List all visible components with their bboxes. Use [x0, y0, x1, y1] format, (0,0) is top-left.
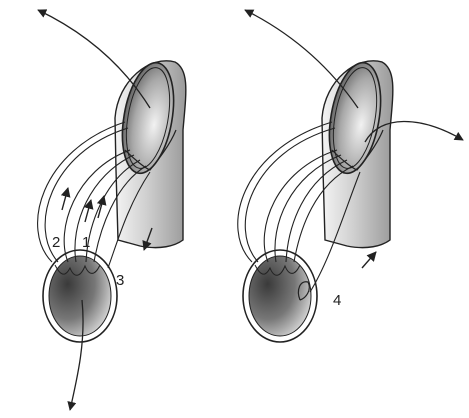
label-2: 2: [52, 234, 60, 251]
label-3: 3: [116, 272, 124, 289]
label-1: 1: [82, 234, 90, 251]
right-panel: 4: [238, 10, 463, 342]
left-panel: 2 1 3: [38, 10, 186, 410]
label-4: 4: [333, 292, 341, 309]
